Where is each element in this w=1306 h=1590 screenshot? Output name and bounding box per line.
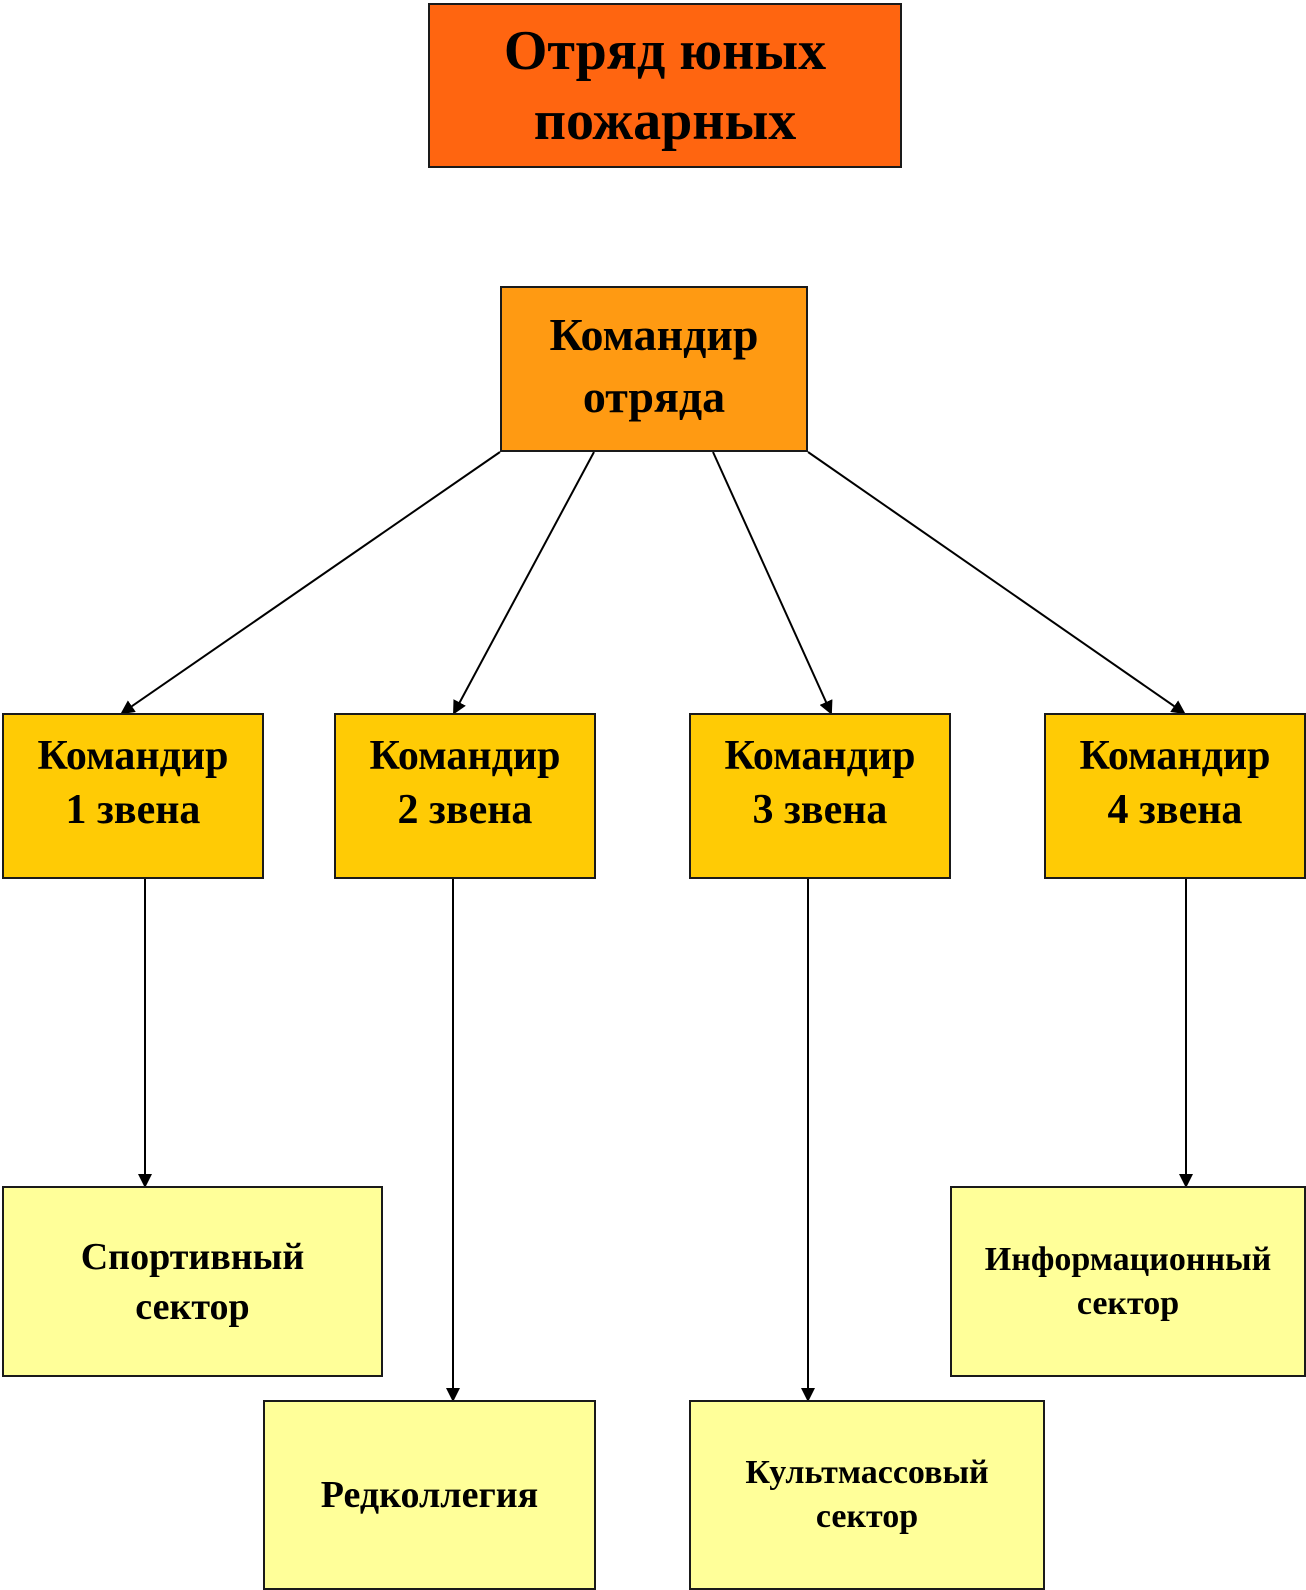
link-4-commander-box: Командир 4 звена	[1044, 713, 1306, 879]
arrow-commander-to-link3	[712, 451, 833, 715]
sport-sector-box: Спортивный сектор	[2, 1186, 383, 1377]
arrow-commander-to-link2	[453, 451, 595, 715]
info-sector-box: Информационный сектор	[950, 1186, 1306, 1377]
editorial-box: Редколлегия	[263, 1400, 596, 1590]
editorial-label: Редколлегия	[320, 1474, 539, 1516]
link-2-commander-box: Командир 2 звена	[334, 713, 596, 879]
title-box: Отряд юных пожарных	[428, 3, 902, 168]
link-1-commander-label: Командир 1 звена	[37, 733, 229, 833]
culture-sector-label: Культмассовый сектор	[745, 1454, 989, 1535]
info-sector-label: Информационный сектор	[984, 1240, 1272, 1322]
link-3-commander-label: Командир 3 звена	[724, 733, 916, 833]
link-2-commander-label: Командир 2 звена	[369, 733, 561, 833]
link-4-commander-label: Командир 4 звена	[1079, 733, 1271, 833]
squad-commander-label: Командир отряда	[549, 309, 759, 422]
arrow-commander-to-link4	[807, 451, 1186, 715]
arrow-commander-to-link1	[120, 451, 501, 715]
title-text: Отряд юных пожарных	[503, 19, 827, 152]
culture-sector-box: Культмассовый сектор	[689, 1400, 1045, 1590]
sport-sector-label: Спортивный сектор	[80, 1235, 305, 1328]
squad-commander-box: Командир отряда	[500, 286, 808, 452]
link-3-commander-box: Командир 3 звена	[689, 713, 951, 879]
link-1-commander-box: Командир 1 звена	[2, 713, 264, 879]
